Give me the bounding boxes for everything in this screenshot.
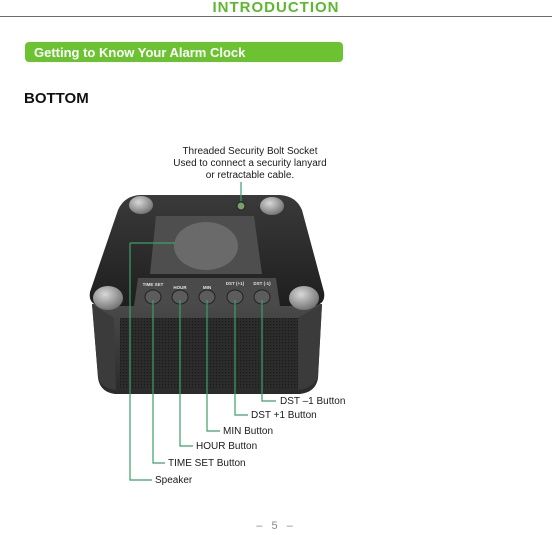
callout-dst-minus: DST –1 Button [280, 396, 345, 407]
speaker [174, 222, 238, 270]
callout-min: MIN Button [223, 426, 273, 437]
callout-time-set: TIME SET Button [168, 458, 246, 469]
button-label-time-set: TIME SET [143, 282, 164, 287]
button-label-min: MIN [203, 285, 211, 290]
callout-dst-plus: DST +1 Button [251, 410, 317, 421]
callout-hour: HOUR Button [196, 441, 257, 452]
callout-speaker: Speaker [155, 475, 192, 486]
foot-back-right [260, 197, 284, 215]
front-grille-mesh [120, 318, 298, 388]
foot-front-right [289, 286, 319, 310]
button-label-hour: HOUR [173, 285, 187, 290]
foot-front-left [93, 286, 123, 310]
page-number: – 5 – [0, 520, 552, 532]
right-side-panel [298, 304, 322, 390]
button-label-dst-minus: DST (-1) [253, 281, 271, 286]
foot-back-left [129, 196, 153, 214]
button-label-dst-plus: DST (+1) [226, 281, 245, 286]
security-bolt-socket [237, 202, 245, 210]
